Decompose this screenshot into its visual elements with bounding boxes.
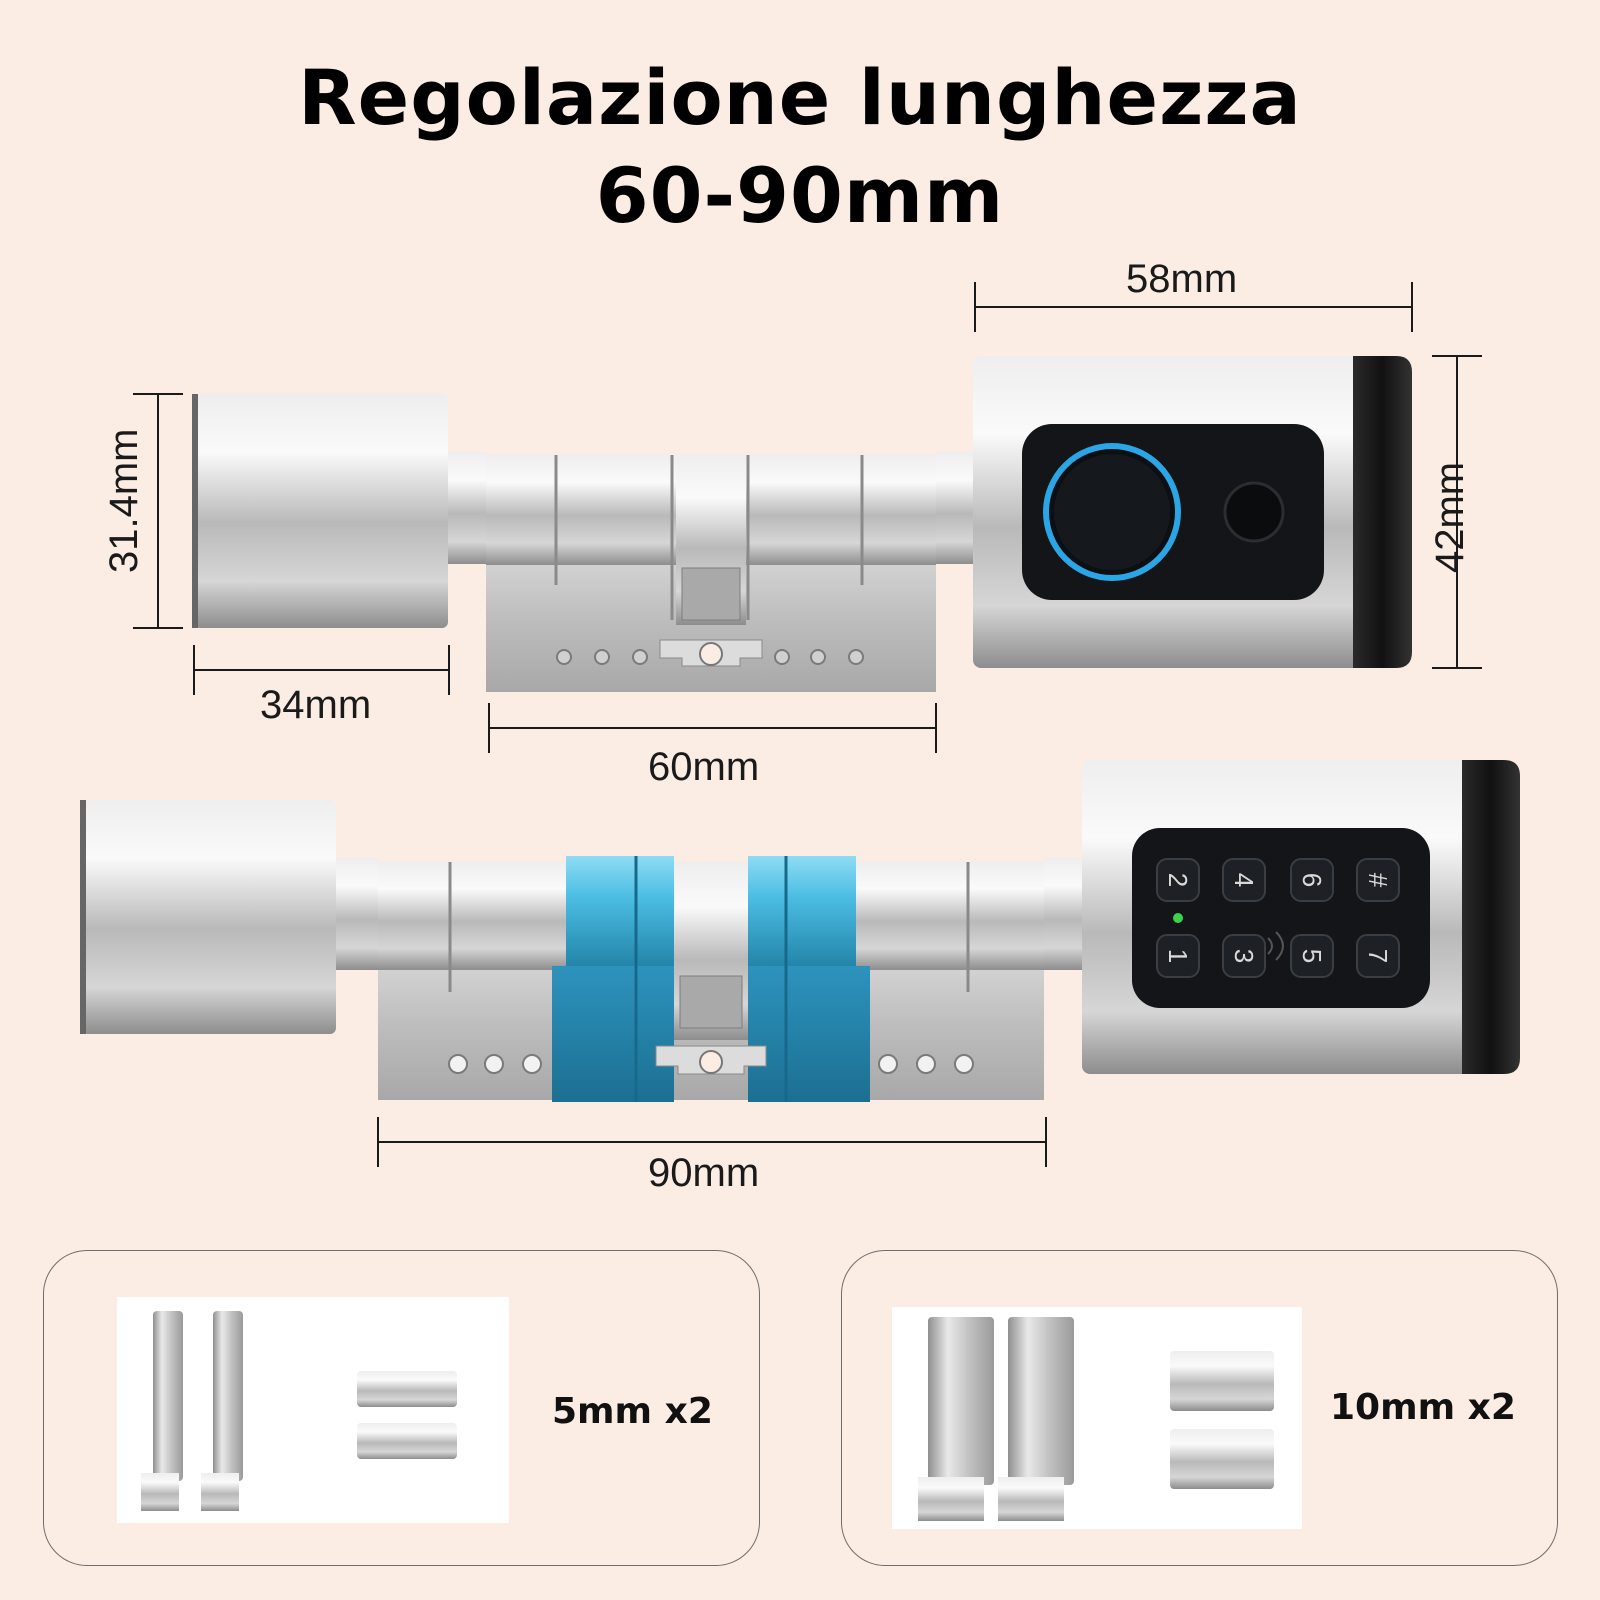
extension-card-5mm: 5mm x2 xyxy=(43,1250,760,1566)
keypad-key-label: 3 xyxy=(1229,949,1259,963)
dim-knob-length: 34mm xyxy=(260,683,372,727)
knob-bottom xyxy=(82,800,336,1034)
knob-top xyxy=(194,394,448,628)
keypad-key-1[interactable]: 1 xyxy=(1156,934,1200,978)
extension-image-10mm xyxy=(892,1307,1302,1529)
dimension-lines-bottom xyxy=(377,1117,1047,1167)
keypad-key-label: 1 xyxy=(1163,949,1193,963)
status-led xyxy=(1173,913,1183,923)
extension-card-10mm: 10mm x2 xyxy=(841,1250,1558,1566)
keypad-key-label: 2 xyxy=(1163,873,1193,887)
dim-cylinder-min: 60mm xyxy=(648,745,760,789)
keypad-key-5[interactable]: 5 xyxy=(1290,934,1334,978)
extension-label-5mm: 5mm x2 xyxy=(552,1391,713,1432)
dim-handle-length: 58mm xyxy=(1126,257,1238,301)
nfc-icon xyxy=(1267,931,1284,961)
page-title: Regolazione lunghezza xyxy=(298,53,1302,142)
keypad-keys: 2 4 6 #1 3 5 7 xyxy=(1156,858,1400,978)
extension-label-10mm: 10mm x2 xyxy=(1330,1387,1516,1428)
keypad-key-label: # xyxy=(1363,873,1393,888)
keypad-key-label: 4 xyxy=(1229,873,1259,887)
keypad-key-label: 7 xyxy=(1363,949,1393,963)
extension-pieces xyxy=(552,856,870,1102)
button-icon xyxy=(1223,481,1285,543)
extension-image-5mm xyxy=(117,1297,509,1523)
keypad-key-hash[interactable]: # xyxy=(1356,858,1400,902)
dim-handle-height: 42mm xyxy=(1428,461,1472,573)
page-subtitle: 60-90mm xyxy=(595,151,1005,240)
dim-cylinder-max: 90mm xyxy=(648,1151,760,1195)
keypad-key-2[interactable]: 2 xyxy=(1156,858,1200,902)
keypad-key-6[interactable]: 6 xyxy=(1290,858,1334,902)
lock-60mm xyxy=(192,356,1412,692)
keypad-key-label: 5 xyxy=(1297,949,1327,963)
keypad-panel xyxy=(1132,828,1430,1008)
keypad-key-label: 6 xyxy=(1297,873,1327,887)
keypad-key-7[interactable]: 7 xyxy=(1356,934,1400,978)
dim-knob-height: 31.4mm xyxy=(102,428,146,574)
keypad-key-3[interactable]: 3 xyxy=(1222,934,1266,978)
dimension-lines-top xyxy=(133,282,1482,753)
keypad-key-4[interactable]: 4 xyxy=(1222,858,1266,902)
lock-90mm: 2 4 6 #1 3 5 7 xyxy=(80,760,1520,1102)
